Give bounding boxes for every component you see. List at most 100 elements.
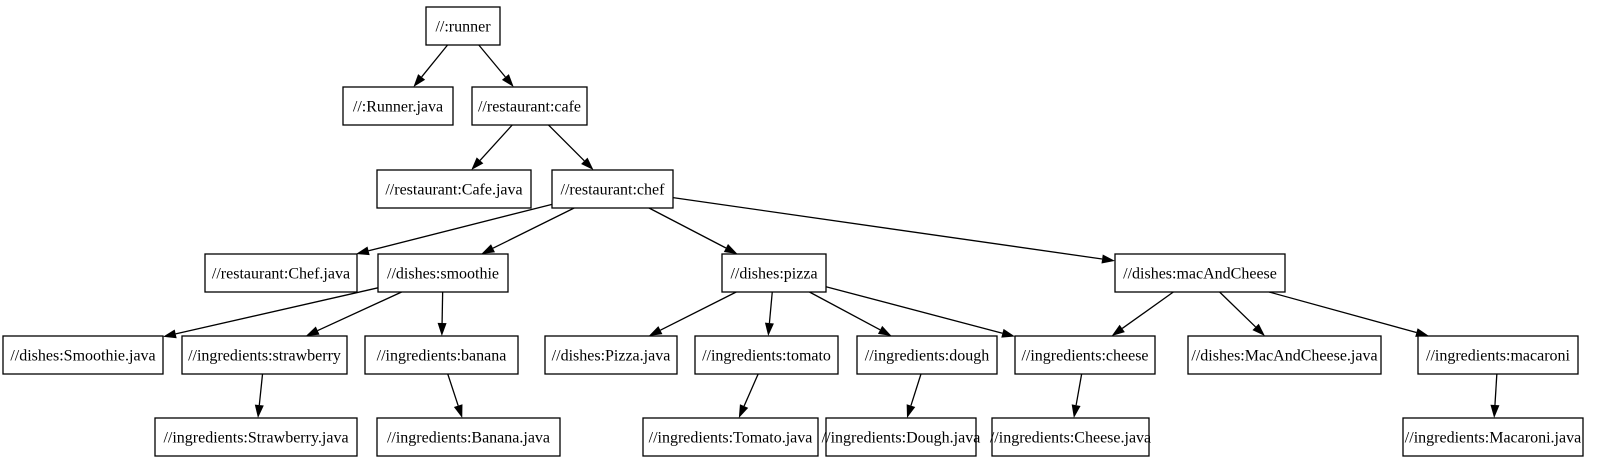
edge-mac-and-cheese-to-cheese bbox=[1111, 291, 1174, 336]
arrowhead-icon bbox=[764, 322, 774, 336]
arrowhead-icon bbox=[471, 157, 484, 170]
edge-smoothie-to-strawberry bbox=[305, 291, 402, 336]
node-chef: //restaurant:chef bbox=[551, 169, 674, 209]
node-cheese-java: //ingredients:Cheese.java bbox=[990, 417, 1151, 457]
node-box-cafe bbox=[471, 86, 588, 126]
arrowhead-icon bbox=[501, 74, 514, 87]
node-box-pizza-java bbox=[544, 335, 678, 375]
node-mac-and-cheese-java: //dishes:MacAndCheese.java bbox=[1187, 335, 1382, 375]
edge-pizza-to-pizza-java bbox=[648, 291, 737, 336]
node-strawberry-java: //ingredients:Strawberry.java bbox=[154, 417, 358, 457]
node-dough-java: //ingredients:Dough.java bbox=[822, 417, 981, 457]
arrowhead-icon bbox=[163, 329, 177, 339]
node-label-dough: //ingredients:dough bbox=[865, 348, 989, 365]
arrowhead-icon bbox=[1071, 404, 1081, 418]
edge-chef-to-mac-and-cheese bbox=[672, 197, 1115, 264]
node-box-strawberry bbox=[181, 335, 348, 375]
node-label-pizza: //dishes:pizza bbox=[730, 266, 817, 283]
node-box-runner bbox=[425, 6, 501, 46]
node-box-cheese bbox=[1014, 335, 1156, 375]
node-box-dough bbox=[856, 335, 998, 375]
node-strawberry: //ingredients:strawberry bbox=[181, 335, 348, 375]
node-cheese: //ingredients:cheese bbox=[1014, 335, 1156, 375]
node-smoothie: //dishes:smoothie bbox=[377, 253, 509, 293]
node-pizza: //dishes:pizza bbox=[721, 253, 827, 293]
arrowhead-icon bbox=[723, 244, 738, 254]
edge-mac-and-cheese-to-macaroni bbox=[1268, 291, 1429, 337]
arrowhead-icon bbox=[1252, 323, 1265, 336]
node-label-smoothie-java: //dishes:Smoothie.java bbox=[10, 348, 155, 365]
edge-smoothie-to-banana bbox=[437, 291, 447, 336]
node-label-runner-java: //:Runner.java bbox=[353, 99, 443, 116]
node-label-tomato: //ingredients:tomato bbox=[702, 348, 831, 365]
node-box-chef-java bbox=[204, 253, 358, 293]
node-box-pizza bbox=[721, 253, 827, 293]
node-label-tomato-java: //ingredients:Tomato.java bbox=[649, 430, 813, 447]
node-label-chef-java: //restaurant:Chef.java bbox=[212, 266, 350, 283]
node-box-banana bbox=[364, 335, 519, 375]
edge-banana-to-banana-java bbox=[447, 373, 463, 418]
node-label-runner: //:runner bbox=[435, 19, 491, 36]
edge-cafe-to-cafe-java bbox=[471, 124, 513, 170]
node-box-smoothie bbox=[377, 253, 509, 293]
node-dough: //ingredients:dough bbox=[856, 335, 998, 375]
arrowhead-icon bbox=[413, 74, 426, 87]
arrowhead-icon bbox=[305, 326, 320, 336]
node-chef-java: //restaurant:Chef.java bbox=[204, 253, 358, 293]
edge-tomato-to-tomato-java bbox=[738, 373, 759, 418]
edge-mac-and-cheese-to-mac-and-cheese-java bbox=[1219, 291, 1265, 336]
node-box-cafe-java bbox=[376, 169, 532, 209]
arrowhead-icon bbox=[1490, 404, 1500, 418]
arrowhead-icon bbox=[355, 246, 370, 256]
node-box-tomato bbox=[694, 335, 839, 375]
node-label-cheese: //ingredients:cheese bbox=[1021, 348, 1148, 365]
node-box-banana-java bbox=[376, 417, 561, 457]
arrowhead-icon bbox=[254, 404, 264, 418]
node-label-cheese-java: //ingredients:Cheese.java bbox=[990, 430, 1151, 447]
node-runner-java: //:Runner.java bbox=[342, 86, 454, 126]
node-box-strawberry-java bbox=[154, 417, 358, 457]
node-box-macaroni-java bbox=[1402, 417, 1584, 457]
node-mac-and-cheese: //dishes:macAndCheese bbox=[1114, 253, 1286, 293]
arrowhead-icon bbox=[738, 404, 749, 418]
edge-chef-to-chef-java bbox=[355, 203, 553, 256]
edge-runner-to-runner-java bbox=[413, 44, 449, 87]
node-box-chef bbox=[551, 169, 674, 209]
edge-macaroni-to-macaroni-java bbox=[1490, 373, 1500, 418]
node-banana-java: //ingredients:Banana.java bbox=[376, 417, 561, 457]
edge-pizza-to-dough bbox=[809, 291, 892, 336]
node-label-chef: //restaurant:chef bbox=[561, 182, 666, 199]
node-label-dough-java: //ingredients:Dough.java bbox=[822, 430, 981, 447]
node-macaroni-java: //ingredients:Macaroni.java bbox=[1402, 417, 1584, 457]
node-macaroni: //ingredients:macaroni bbox=[1417, 335, 1579, 375]
arrowhead-icon bbox=[481, 244, 495, 254]
edge-chef-to-smoothie bbox=[481, 207, 575, 254]
node-cafe: //restaurant:cafe bbox=[471, 86, 588, 126]
arrowhead-icon bbox=[1415, 328, 1429, 337]
arrowhead-icon bbox=[906, 404, 916, 418]
arrowhead-icon bbox=[1001, 328, 1015, 338]
arrowhead-icon bbox=[1101, 254, 1115, 264]
arrowhead-icon bbox=[1111, 324, 1125, 336]
edge-cafe-to-chef bbox=[548, 124, 594, 170]
node-label-mac-and-cheese-java: //dishes:MacAndCheese.java bbox=[1191, 348, 1377, 365]
node-label-pizza-java: //dishes:Pizza.java bbox=[552, 348, 671, 365]
node-box-cheese-java bbox=[991, 417, 1150, 457]
nodes-layer: //:runner //:Runner.java //restaurant:cafe… bbox=[2, 6, 1584, 457]
node-label-cafe: //restaurant:cafe bbox=[478, 99, 581, 116]
node-pizza-java: //dishes:Pizza.java bbox=[544, 335, 678, 375]
node-label-banana: //ingredients:banana bbox=[377, 348, 507, 365]
node-smoothie-java: //dishes:Smoothie.java bbox=[2, 335, 164, 375]
edge-smoothie-to-smoothie-java bbox=[163, 287, 379, 339]
node-runner: //:runner bbox=[425, 6, 501, 46]
node-label-cafe-java: //restaurant:Cafe.java bbox=[385, 182, 522, 199]
node-box-dough-java bbox=[825, 417, 977, 457]
node-tomato-java: //ingredients:Tomato.java bbox=[642, 417, 819, 457]
node-box-mac-and-cheese bbox=[1114, 253, 1286, 293]
edge-dough-to-dough-java bbox=[906, 373, 922, 418]
node-label-strawberry-java: //ingredients:Strawberry.java bbox=[163, 430, 348, 447]
node-label-macaroni: //ingredients:macaroni bbox=[1426, 348, 1571, 365]
arrowhead-icon bbox=[581, 157, 594, 170]
